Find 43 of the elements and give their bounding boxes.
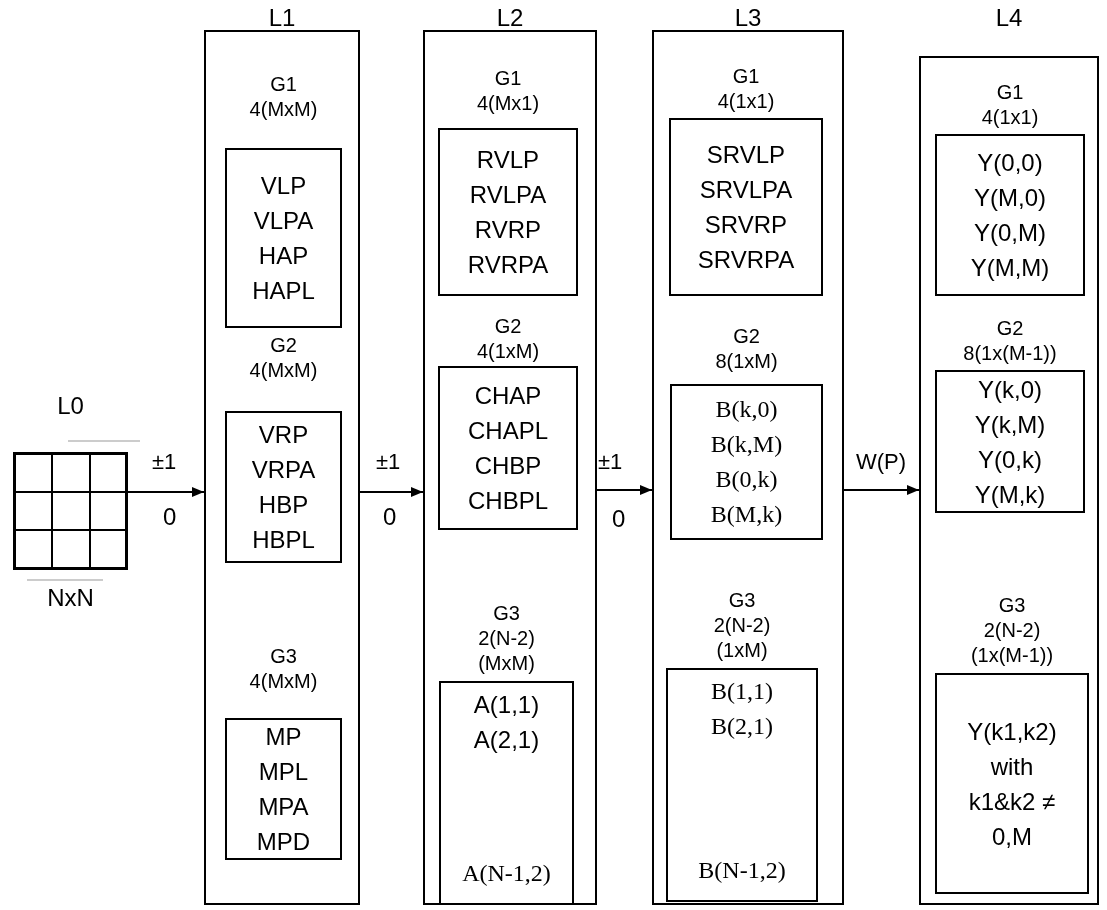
group-heading: G3 2(N-2) (1x(M-1)): [970, 593, 1054, 668]
item-list: SRVLP SRVLPA SRVRP SRVRPA: [697, 137, 795, 277]
layer-heading: L0: [57, 392, 84, 420]
item-list: VLP VLPA HAP HAPL: [252, 168, 315, 308]
group-heading: G2 4(MxM): [249, 333, 318, 383]
edge-label: ±1: [598, 449, 623, 475]
group-heading: G3 4(MxM): [249, 644, 318, 694]
item-list: Y(k1,k2) with k1&k2 ≠ 0,M: [967, 713, 1057, 854]
group-heading: G2 8(1xM): [715, 324, 778, 374]
arrow: [843, 485, 920, 495]
group-heading: G1 4(MxM): [249, 72, 318, 122]
edge-label: W(P): [856, 449, 907, 475]
group-heading: G3 2(N-2) (1xM): [713, 588, 771, 663]
item-list: B(N-1,2): [698, 853, 786, 888]
item-list: CHAP CHAPL CHBP CHBPL: [468, 378, 548, 518]
item-list: A(N-1,2): [462, 856, 551, 891]
arrow: [359, 487, 424, 497]
layer-heading: L2: [496, 4, 524, 32]
group-heading: G2 8(1x(M-1)): [963, 316, 1057, 366]
item-list: VRP VRPA HBP HBPL: [251, 417, 316, 557]
item-list: B(1,1) B(2,1): [711, 674, 773, 744]
edge-label: ±1: [376, 449, 401, 475]
item-list: Y(k,0) Y(k,M) Y(0,k) Y(M,k): [974, 371, 1046, 512]
layer-heading: L1: [268, 4, 296, 32]
grid-size-label: NxN: [47, 584, 94, 612]
item-list: MP MPL MPA MPD: [256, 719, 311, 859]
edge-value-label: 0: [163, 503, 177, 531]
edge-value-label: 0: [612, 505, 626, 533]
item-list: A(1,1) A(2,1): [473, 687, 540, 757]
layer-heading: L3: [734, 4, 762, 32]
edge-label: ±1: [152, 449, 177, 475]
group-heading: G1 4(Mx1): [476, 66, 540, 116]
group-heading: G1 4(1x1): [717, 64, 775, 114]
item-list: RVLP RVLPA RVRP RVRPA: [467, 142, 549, 282]
arrow: [127, 487, 205, 497]
group-heading: G2 4(1xM): [476, 314, 540, 364]
group-heading: G1 4(1x1): [981, 80, 1039, 130]
arrow: [596, 485, 653, 495]
item-list: B(k,0) B(k,M) B(0,k) B(M,k): [710, 392, 783, 532]
layer-heading: L4: [995, 4, 1023, 32]
group-heading: G3 2(N-2) (MxM): [478, 601, 535, 676]
item-list: Y(0,0) Y(M,0) Y(0,M) Y(M,M): [970, 145, 1050, 285]
edge-value-label: 0: [383, 503, 397, 531]
